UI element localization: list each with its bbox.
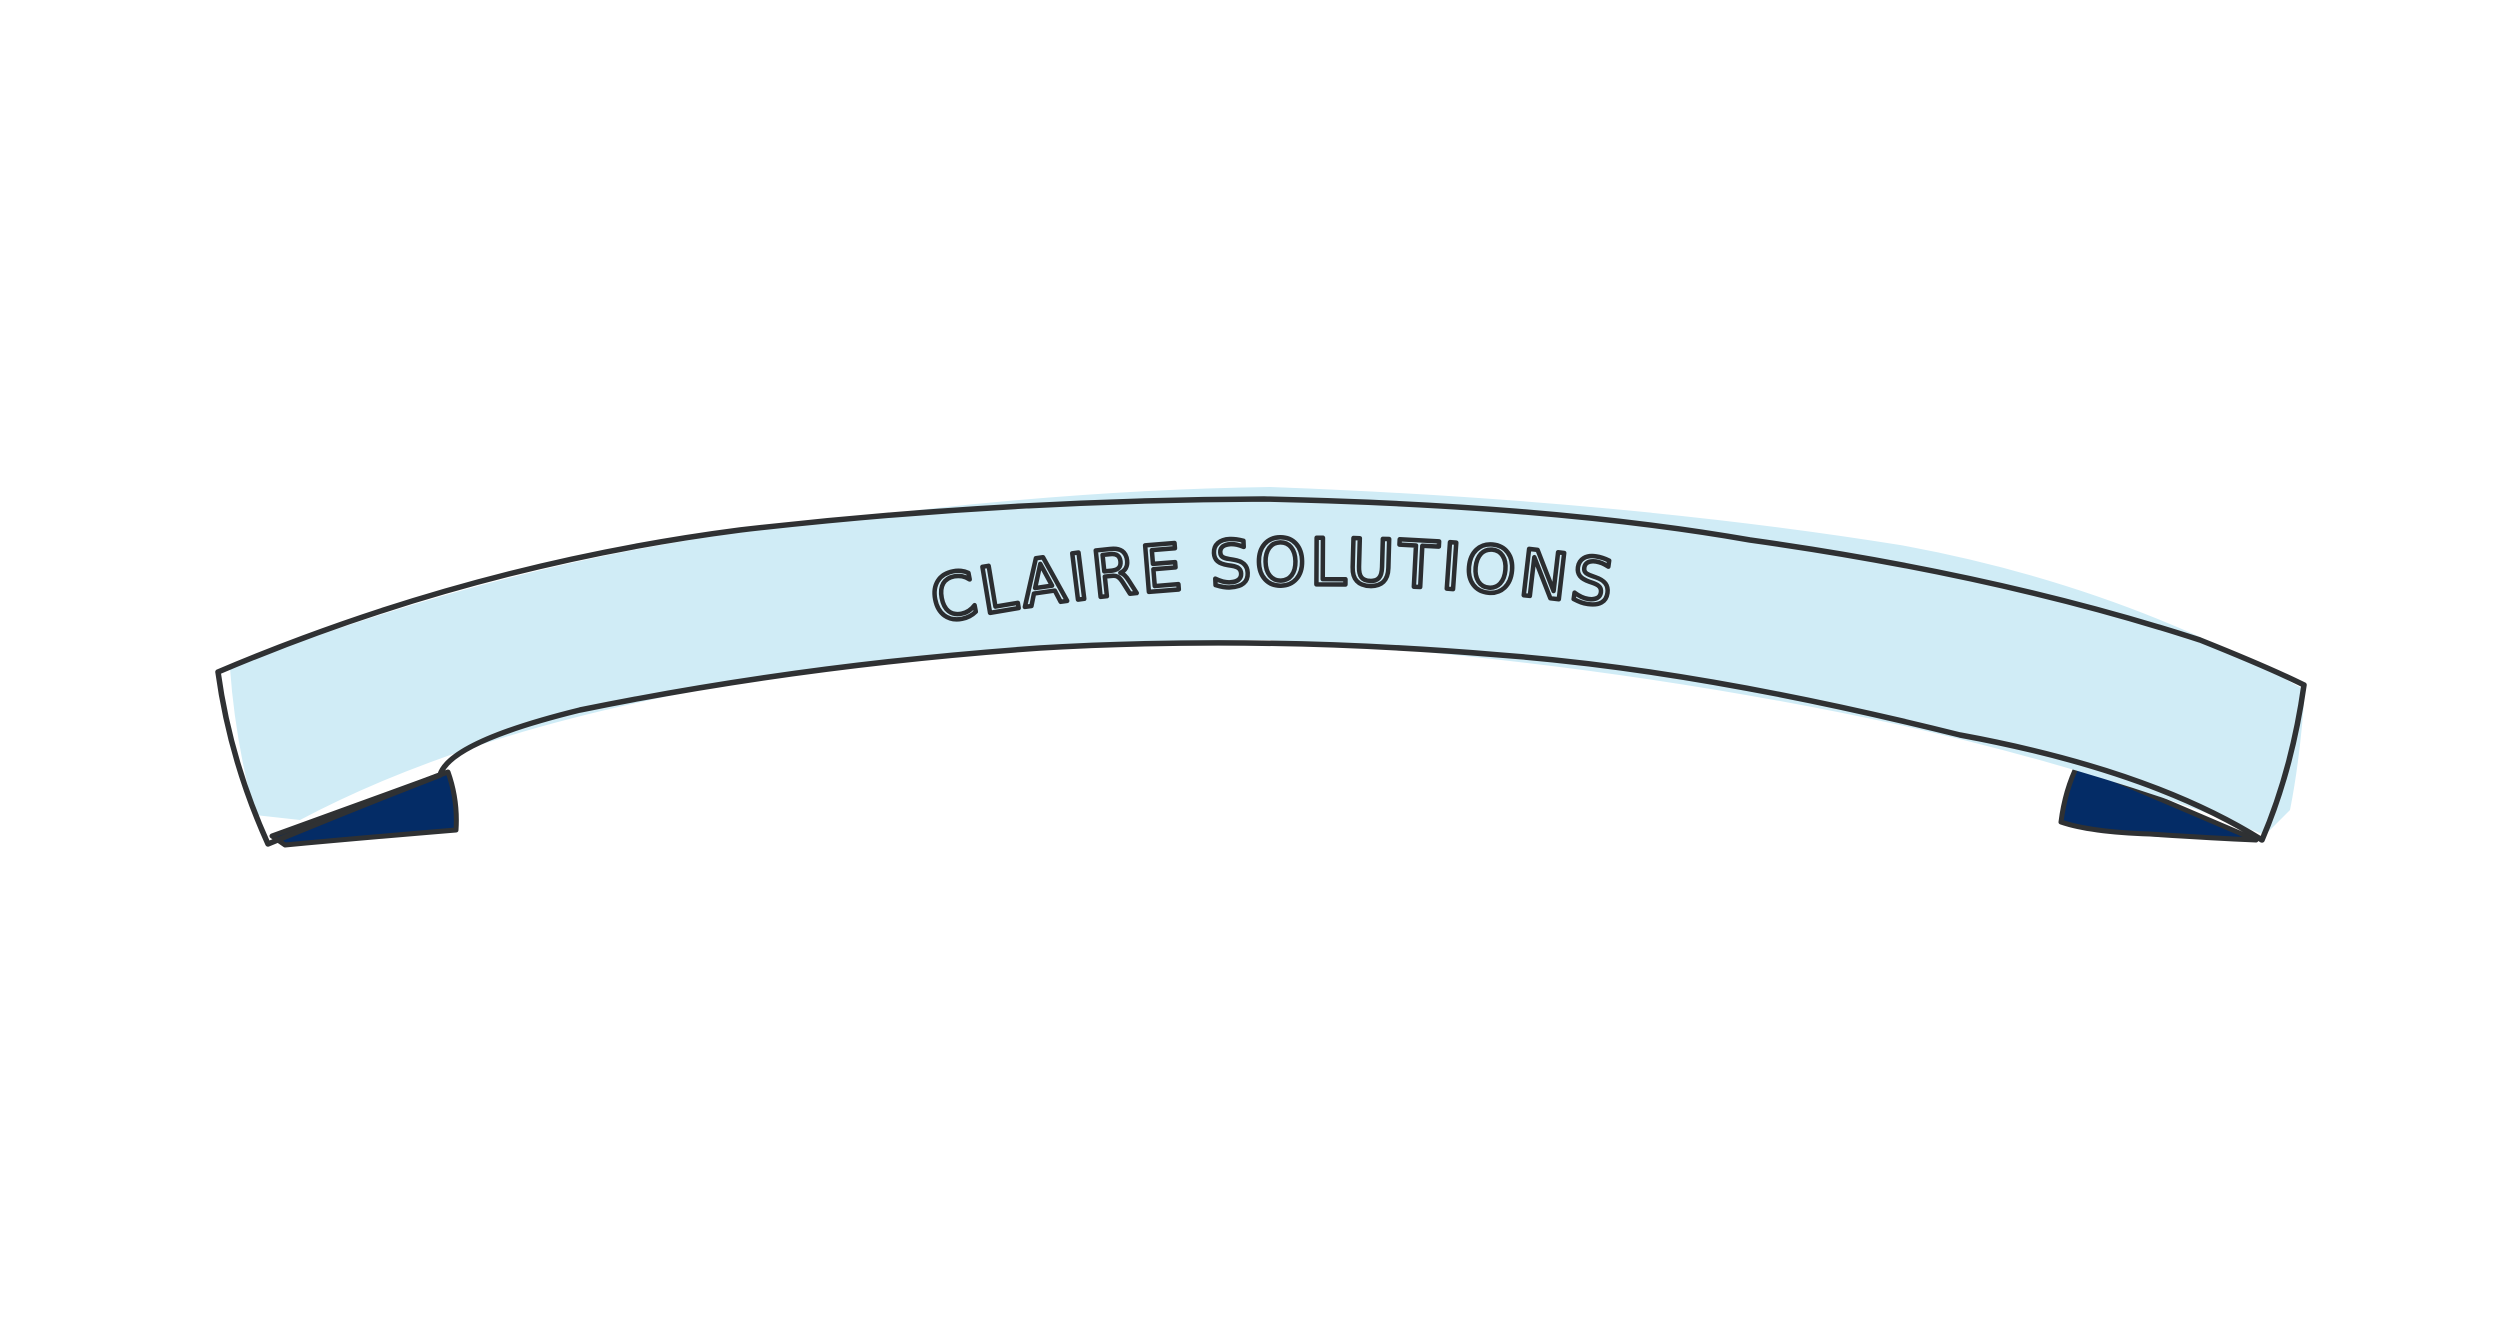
ribbon-body: [215, 496, 2307, 847]
right-ribbon-fold: [2058, 761, 2259, 843]
left-ribbon-fold: [269, 769, 459, 848]
ribbon-watercolor: [230, 487, 2305, 835]
